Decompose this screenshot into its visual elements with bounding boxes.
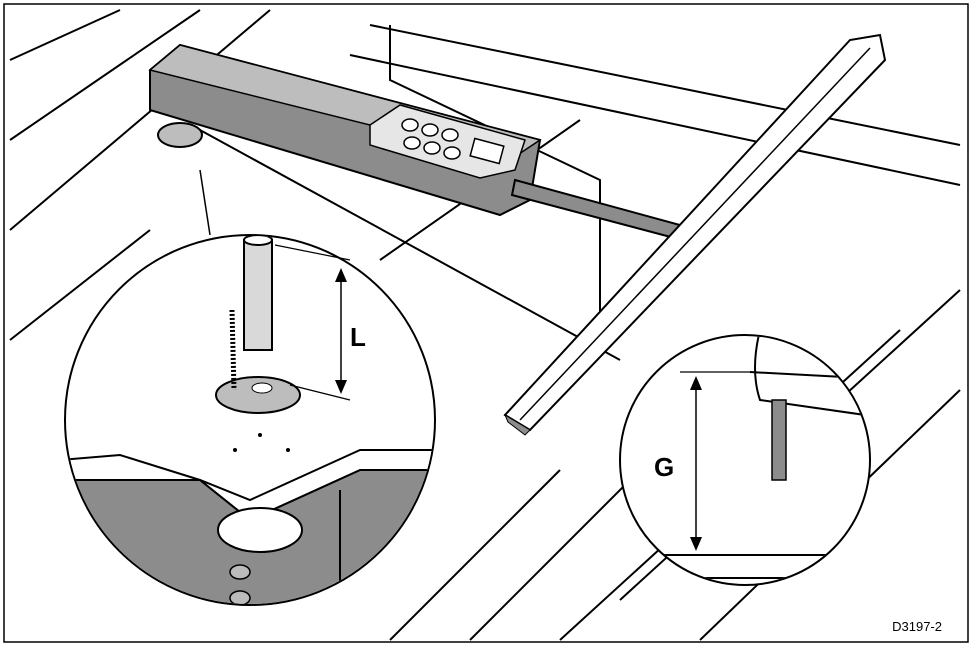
push-rod bbox=[510, 178, 684, 242]
figure-code: D3197-2 bbox=[892, 619, 942, 634]
autopilot-unit bbox=[148, 43, 684, 242]
tiller bbox=[503, 33, 887, 436]
mount-socket bbox=[157, 122, 203, 148]
figure-border bbox=[3, 3, 969, 643]
detail-circle-right bbox=[619, 334, 871, 586]
detail-circle-left bbox=[64, 169, 436, 606]
dimension-label-g: G bbox=[654, 452, 675, 482]
dimension-label-l: L bbox=[350, 322, 366, 352]
